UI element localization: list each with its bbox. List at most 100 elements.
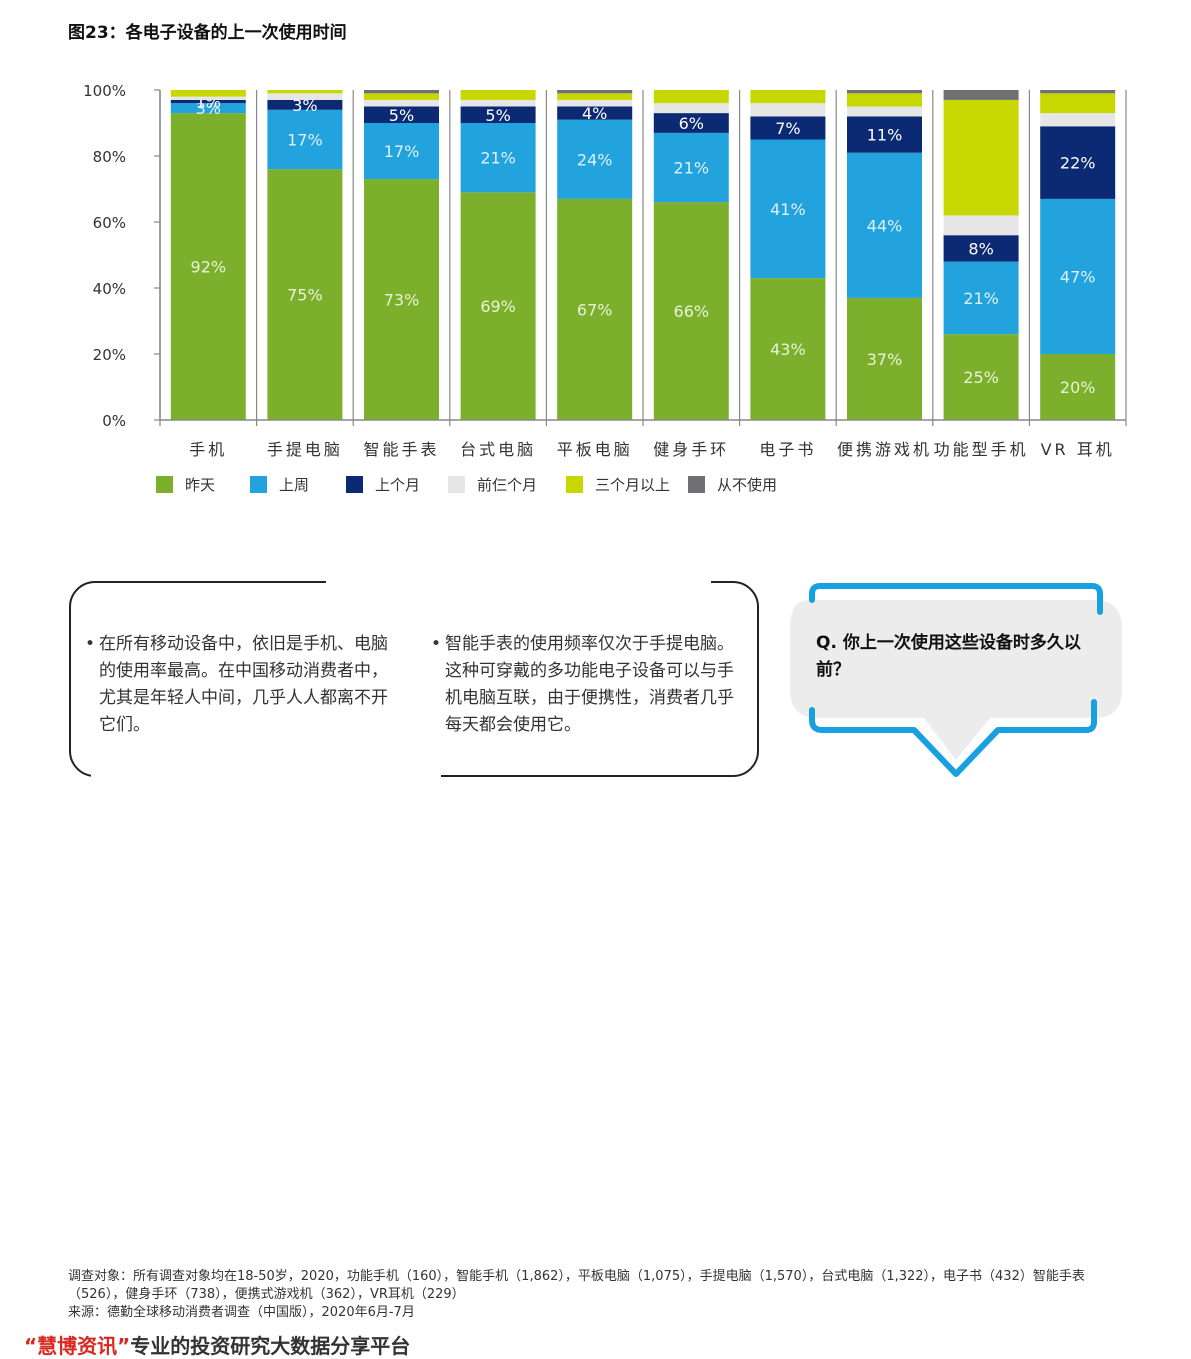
data-label: 41%	[770, 200, 806, 219]
chart-legend: 昨天上周上个月前仨个月三个月以上从不使用	[156, 474, 856, 498]
bar-segment	[557, 119, 633, 199]
bar-segment	[750, 278, 826, 420]
bar-segment	[364, 123, 439, 180]
bar-segment	[364, 106, 439, 123]
footnote: 调查对象：所有调查对象均在18-50岁，2020，功能手机（160），智能手机（…	[68, 1268, 1118, 1322]
bar-segment	[267, 90, 343, 94]
bar-segment	[170, 99, 246, 104]
bar-segment	[653, 90, 729, 104]
data-label: 5%	[485, 106, 510, 125]
callout-bullet-right: 智能手表的使用频率仅次于手提电脑。这种可穿戴的多功能电子设备可以与手机电脑互联，…	[431, 631, 745, 739]
callout-top-gap	[326, 580, 711, 586]
bar-segment	[847, 90, 922, 94]
legend-item: 昨天	[156, 474, 215, 495]
bar-segment	[170, 96, 246, 100]
data-label: 92%	[191, 258, 227, 277]
bar-segment	[847, 93, 922, 107]
x-category-label: 台式电脑	[460, 440, 536, 459]
x-category-label: 便携游戏机	[837, 440, 932, 459]
figure-title: 图23：各电子设备的上一次使用时间	[68, 23, 347, 43]
legend-item: 三个月以上	[566, 474, 670, 495]
data-label: 75%	[287, 286, 323, 305]
callout-bullet-left: 在所有移动设备中，依旧是手机、电脑的使用率最高。在中国移动消费者中，尤其是年轻人…	[85, 631, 399, 739]
bar-segment	[750, 139, 826, 279]
x-category-label: 电子书	[759, 440, 816, 459]
data-label: 67%	[577, 300, 613, 319]
x-category-label: 平板电脑	[557, 440, 633, 459]
x-category-label: 智能手表	[363, 440, 439, 459]
bar-segment	[943, 90, 1019, 100]
bar-segment	[170, 103, 246, 114]
data-label: 17%	[287, 131, 323, 150]
x-category-label: 手提电脑	[267, 440, 343, 459]
bar-segment	[943, 261, 1019, 335]
bar-segment	[1040, 90, 1116, 94]
bar-segment	[364, 93, 439, 100]
footer-brand: “慧博资讯”	[24, 1334, 131, 1358]
data-label: 3%	[196, 99, 221, 118]
footnote-subjects: 调查对象：所有调查对象均在18-50岁，2020，功能手机（160），智能手机（…	[68, 1269, 1085, 1302]
legend-label: 从不使用	[717, 476, 778, 494]
data-label: 5%	[389, 106, 414, 125]
data-label: 66%	[674, 302, 710, 321]
legend-item: 前仨个月	[448, 474, 537, 495]
data-label: 37%	[867, 350, 903, 369]
footnote-source: 来源：德勤全球移动消费者调查（中国版），2020年6月-7月	[68, 1305, 415, 1320]
y-tick-label: 100%	[83, 82, 126, 100]
legend-item: 上周	[250, 474, 309, 495]
legend-label: 前仨个月	[477, 476, 538, 494]
bar-segment	[267, 99, 343, 110]
data-label: 3%	[292, 96, 317, 115]
bar-segment	[943, 99, 1019, 216]
question-text: Q. 你上一次使用这些设备时多久以前？	[816, 633, 1081, 680]
y-tick-label: 40%	[93, 280, 126, 298]
bar-segment	[267, 93, 343, 100]
bar-segment	[170, 113, 246, 420]
legend-swatch	[688, 476, 705, 493]
bar-segment	[557, 93, 633, 100]
bar-segment	[1040, 354, 1116, 420]
bar-segment	[460, 90, 536, 100]
bar-segment	[557, 99, 633, 107]
y-tick-label: 60%	[93, 214, 126, 232]
data-label: 44%	[867, 216, 903, 235]
legend-swatch	[566, 476, 583, 493]
bar-segment	[460, 192, 536, 420]
y-tick-label: 20%	[93, 346, 126, 364]
bar-segment	[943, 215, 1019, 236]
data-label: 25%	[963, 368, 999, 387]
data-label: 21%	[963, 289, 999, 308]
data-label: 4%	[582, 104, 607, 123]
x-category-label: VR 耳机	[1041, 440, 1115, 459]
data-label: 73%	[384, 291, 420, 310]
bar-segment	[364, 179, 439, 420]
bar-segment	[653, 113, 729, 133]
question-bubble: Q. 你上一次使用这些设备时多久以前？	[788, 582, 1124, 782]
data-label: 21%	[480, 149, 516, 168]
bar-segment	[170, 90, 246, 97]
bar-segment	[557, 90, 633, 94]
data-label: 43%	[770, 340, 806, 359]
bar-segment	[847, 297, 922, 420]
data-label: 17%	[384, 142, 420, 161]
bar-segment	[267, 109, 343, 170]
x-category-label: 手机	[189, 440, 227, 459]
bar-segment	[557, 106, 633, 120]
bar-segment	[653, 202, 729, 420]
stacked-bar-chart: 0%20%40%60%80%100% 92%3%1%75%17%3%73%17%…	[83, 82, 1127, 459]
bars-group: 92%3%1%75%17%3%73%17%5%69%21%5%67%24%4%6…	[170, 90, 1116, 420]
bar-segment	[557, 198, 633, 420]
bar-segment	[653, 103, 729, 114]
data-label: 7%	[775, 119, 800, 138]
data-label: 20%	[1060, 378, 1096, 397]
data-label: 11%	[867, 126, 903, 145]
bar-segment	[267, 169, 343, 420]
bar-segment	[750, 103, 826, 117]
bar-segment	[364, 90, 439, 94]
bar-segment	[653, 132, 729, 203]
legend-swatch	[448, 476, 465, 493]
data-label: 47%	[1060, 267, 1096, 286]
legend-item: 从不使用	[688, 474, 777, 495]
bar-segment	[1040, 198, 1116, 354]
